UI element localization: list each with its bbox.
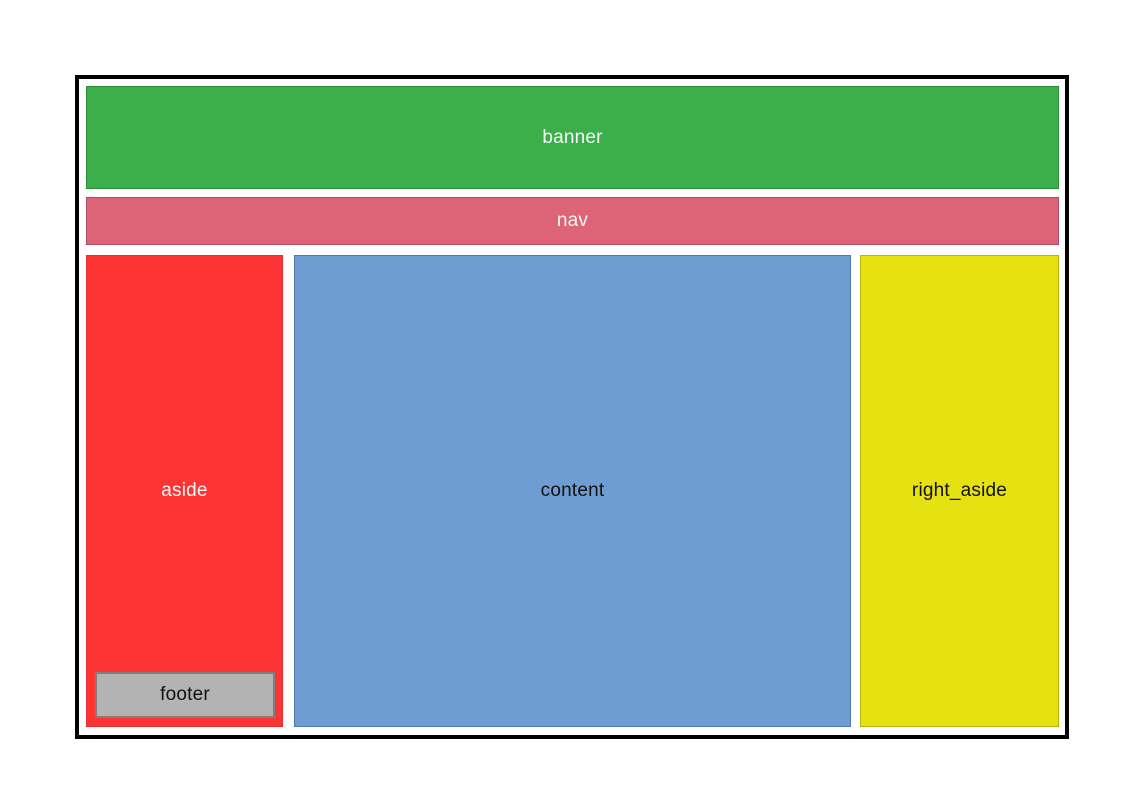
footer-label: footer xyxy=(160,684,210,705)
layout-frame: banner nav aside footer content right_as… xyxy=(75,75,1069,739)
banner-label: banner xyxy=(542,126,603,148)
nav-label: nav xyxy=(556,210,589,231)
aside-region: aside footer xyxy=(86,255,283,727)
right-aside-label: right_aside xyxy=(911,480,1008,501)
content-region: content xyxy=(294,255,851,727)
content-label: content xyxy=(540,480,605,501)
right-aside-region: right_aside xyxy=(860,255,1059,727)
nav-region: nav xyxy=(86,197,1059,245)
footer-region: footer xyxy=(95,672,275,718)
aside-label: aside xyxy=(161,480,208,501)
banner-region: banner xyxy=(86,86,1059,189)
